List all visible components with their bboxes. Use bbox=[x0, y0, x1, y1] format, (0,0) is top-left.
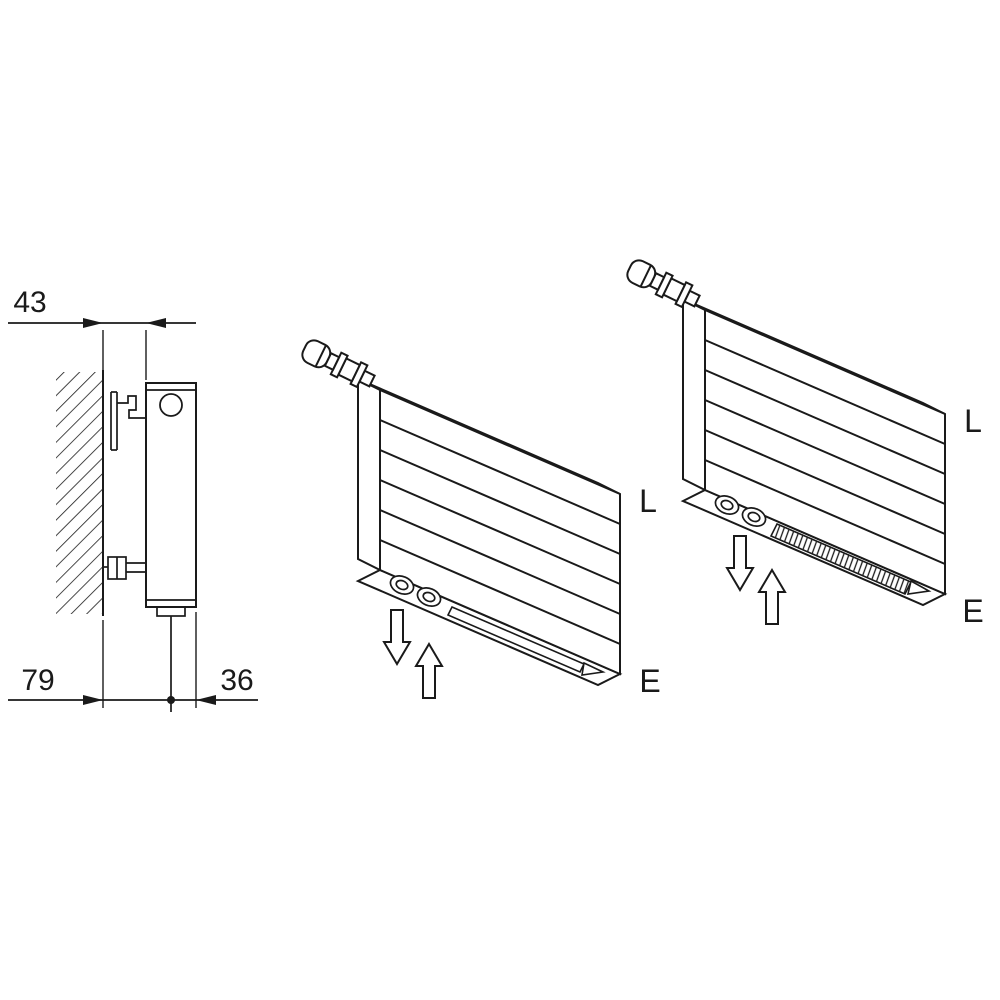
panel-slat-lines bbox=[379, 419, 621, 645]
connection-ports bbox=[714, 495, 767, 527]
lower-bracket bbox=[103, 556, 146, 580]
valve-insert-port bbox=[159, 393, 183, 417]
radiator-iso-right: L E bbox=[623, 256, 984, 629]
airflow-down-arrow bbox=[382, 609, 412, 666]
bottom-channel-end bbox=[906, 579, 932, 595]
thermostatic-valve bbox=[623, 256, 704, 313]
dim-bottom-right-label: 36 bbox=[220, 664, 253, 697]
end-label-right: E bbox=[962, 593, 983, 629]
upper-bracket bbox=[110, 391, 146, 451]
panel-slat-lines bbox=[704, 339, 946, 565]
bottom-channel-slot bbox=[446, 605, 586, 674]
dim-point-pipe bbox=[167, 696, 175, 704]
radiator-iso-middle: L E bbox=[298, 336, 661, 699]
bottom-connection-block bbox=[156, 606, 186, 617]
dim-arrow bbox=[196, 695, 216, 705]
left-end-face bbox=[682, 297, 706, 492]
dim-arrow bbox=[146, 318, 166, 328]
airflow-up-arrow bbox=[757, 568, 787, 625]
side-view bbox=[56, 370, 197, 712]
end-label-middle: E bbox=[639, 663, 660, 699]
bottom-channel-end bbox=[581, 661, 606, 676]
connection-ports bbox=[389, 575, 442, 607]
length-label-right: L bbox=[964, 403, 982, 439]
dim-arrow bbox=[83, 318, 103, 328]
dim-arrow bbox=[83, 695, 103, 705]
wall-hatching bbox=[56, 372, 103, 614]
dim-bottom-left-label: 79 bbox=[21, 664, 54, 697]
radiator-side-body bbox=[145, 382, 197, 608]
dimension-annotations: 43 79 36 bbox=[8, 286, 258, 708]
airflow-up-arrow bbox=[414, 642, 444, 699]
airflow-down-arrow bbox=[725, 535, 755, 592]
dim-top-label: 43 bbox=[13, 286, 46, 319]
left-end-face bbox=[357, 377, 381, 572]
length-label-middle: L bbox=[639, 483, 657, 519]
thermostatic-valve bbox=[298, 336, 379, 393]
convector-grille bbox=[769, 522, 913, 596]
